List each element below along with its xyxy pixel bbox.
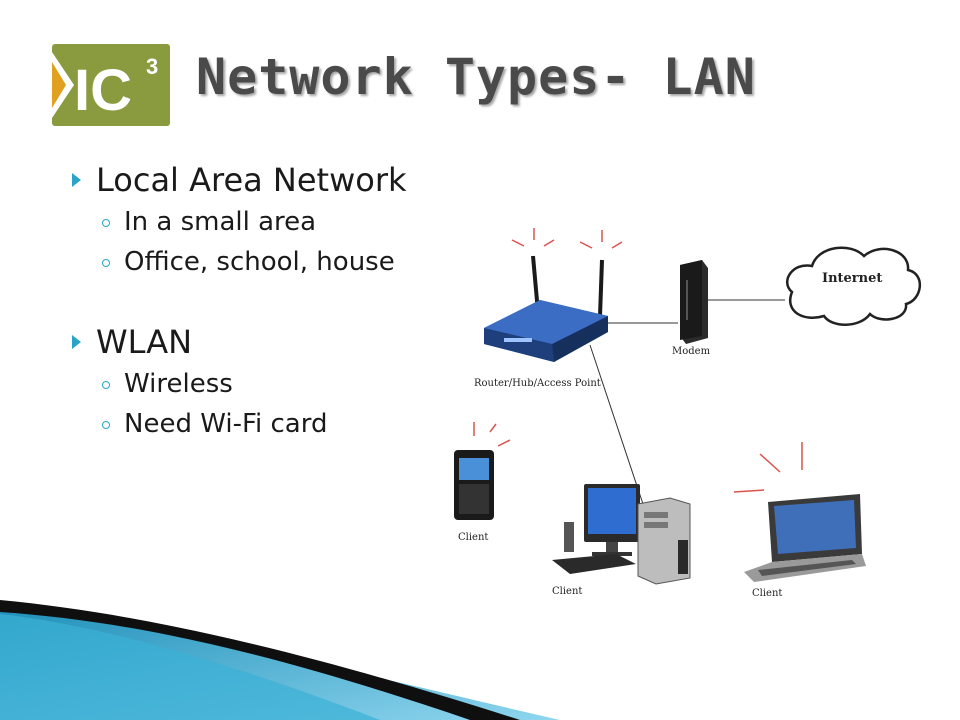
router-client-link <box>589 344 646 511</box>
sub-bullet-ring-icon <box>102 219 110 227</box>
sub-bullet-item: In a small area <box>72 202 452 242</box>
bullet-arrow-icon <box>72 173 81 187</box>
sub-bullet-text: In a small area <box>124 207 317 237</box>
internet-label: Internet <box>822 271 882 286</box>
lan-diagram: Internet Modem Router/Hub/Access Point C… <box>454 228 921 599</box>
desktop-computer-icon: Client <box>552 484 691 597</box>
internet-cloud-icon: Internet <box>786 246 921 326</box>
laptop-signal-icon <box>733 442 803 493</box>
phone-label: Client <box>458 532 488 543</box>
ic3-logo: IC 3 <box>52 44 170 126</box>
logo-superscript: 3 <box>146 54 158 79</box>
bullet-item-wlan: WLAN <box>72 320 452 364</box>
bullet-text: WLAN <box>96 323 193 361</box>
sub-bullet-ring-icon <box>102 259 110 267</box>
page-title: Network Types- LAN <box>196 48 756 106</box>
bullet-arrow-icon <box>72 335 81 349</box>
logo-text: IC <box>74 58 132 123</box>
bottom-ribbon <box>0 600 560 720</box>
router-signal-icon <box>511 228 623 249</box>
laptop-label: Client <box>752 588 782 599</box>
logo-chevron-accent <box>52 62 66 108</box>
sub-bullet-item: Need Wi-Fi card <box>72 404 452 444</box>
bullet-text: Local Area Network <box>96 161 407 199</box>
modem-label: Modem <box>672 346 711 357</box>
router-label: Router/Hub/Access Point <box>474 378 601 389</box>
sub-bullet-item: Office, school, house <box>72 242 452 282</box>
bullet-item-lan: Local Area Network <box>72 158 452 202</box>
sub-bullet-text: Need Wi-Fi card <box>124 409 328 439</box>
sub-bullet-item: Wireless <box>72 364 452 404</box>
modem-icon: Modem <box>672 260 711 357</box>
desktop-label: Client <box>552 586 582 597</box>
laptop-icon: Client <box>744 494 866 599</box>
sub-bullet-text: Wireless <box>124 369 233 399</box>
router-icon: Router/Hub/Access Point <box>474 255 608 389</box>
sub-bullet-text: Office, school, house <box>124 247 395 277</box>
phone-icon: Client <box>454 450 494 543</box>
sub-bullet-ring-icon <box>102 421 110 429</box>
sub-bullet-ring-icon <box>102 381 110 389</box>
logo-background <box>52 44 170 126</box>
bullet-list: Local Area Network In a small area Offic… <box>72 158 452 444</box>
phone-signal-icon <box>473 422 511 447</box>
